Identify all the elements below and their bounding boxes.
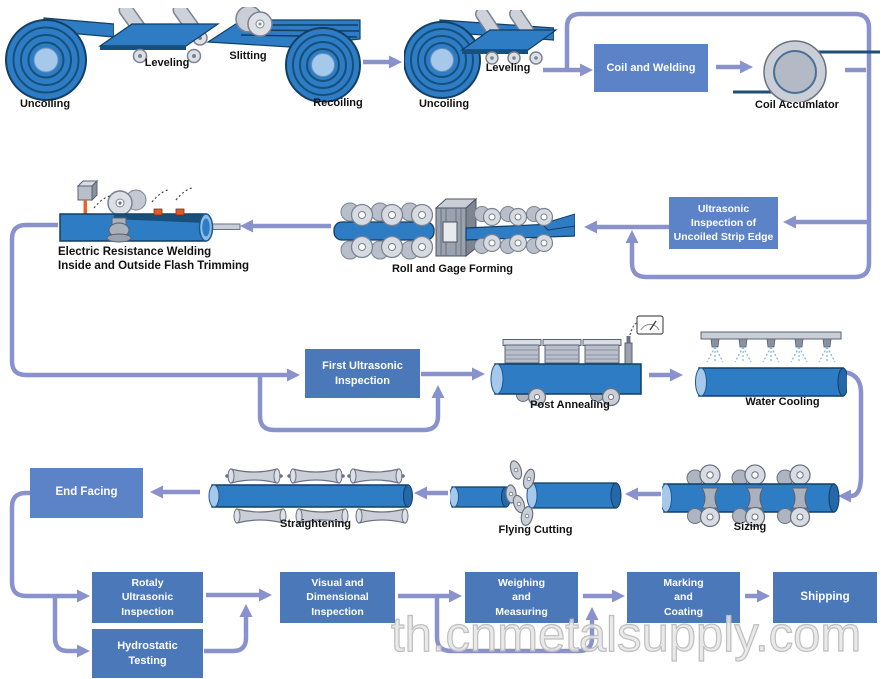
ultrasonic-strip-edge-inspection-box: Ultrasonic Inspection of Uncoiled Strip … — [669, 197, 778, 249]
weighing-measuring-box: Weighing and Measuring — [465, 572, 578, 623]
straightening-label: Straightening — [280, 518, 351, 530]
straightening-rolls-icon — [208, 468, 413, 524]
first-ultrasonic-inspection-box: First Ultrasonic Inspection — [305, 349, 420, 398]
roll-and-gage-forming-icon — [333, 197, 575, 260]
recoiling-label: Recoiling — [313, 97, 363, 109]
uncoiling-coil-icon — [5, 17, 114, 101]
leveling-label: Leveling — [144, 57, 190, 69]
slitting-label: Slitting — [229, 50, 267, 62]
post-annealing-label: Post Annealing — [530, 399, 610, 411]
flying-cutting-icon — [450, 460, 622, 526]
rotaly-ultrasonic-inspection-box: Rotaly Ultrasonic Inspection — [92, 572, 203, 623]
electric-resistance-welding-label: Electric Resistance Welding Inside and O… — [58, 246, 250, 272]
water-cooling-label: Water Cooling — [745, 396, 820, 408]
electric-resistance-welding-icon — [59, 179, 241, 243]
uncoiling-2-label: Uncoiling — [418, 98, 470, 110]
coil-accumulator-label: Coil Accumlator — [755, 99, 839, 111]
slitting-recoiling-icon — [206, 7, 361, 102]
end-facing-box: End Facing — [30, 468, 143, 518]
leveling-rollers-icon — [98, 8, 220, 64]
uncoiling-label: Uncoiling — [19, 98, 71, 110]
sizing-rolls-icon — [662, 464, 840, 528]
water-cooling-icon — [695, 331, 847, 397]
marking-coating-box: Marking and Coating — [627, 572, 740, 623]
hydrostatic-testing-box: Hydrostatic Testing — [92, 629, 203, 678]
watermark: th.cnmetalsupply.com — [390, 607, 862, 662]
leveling-rollers-icon-2 — [460, 10, 558, 65]
roll-and-gage-forming-label: Roll and Gage Forming — [391, 263, 513, 275]
visual-dimensional-inspection-box: Visual and Dimensional Inspection — [280, 572, 395, 623]
coil-and-welding-box: Coil and Welding — [594, 44, 708, 92]
coil-accumulator-icon — [733, 40, 880, 102]
leveling-2-label: Leveling — [485, 62, 531, 74]
post-annealing-icon — [490, 315, 664, 407]
arrow-heads — [77, 55, 851, 658]
sizing-label: Sizing — [733, 521, 767, 533]
shipping-box: Shipping — [773, 572, 877, 623]
flying-cutting-label: Flying Cutting — [498, 524, 573, 536]
